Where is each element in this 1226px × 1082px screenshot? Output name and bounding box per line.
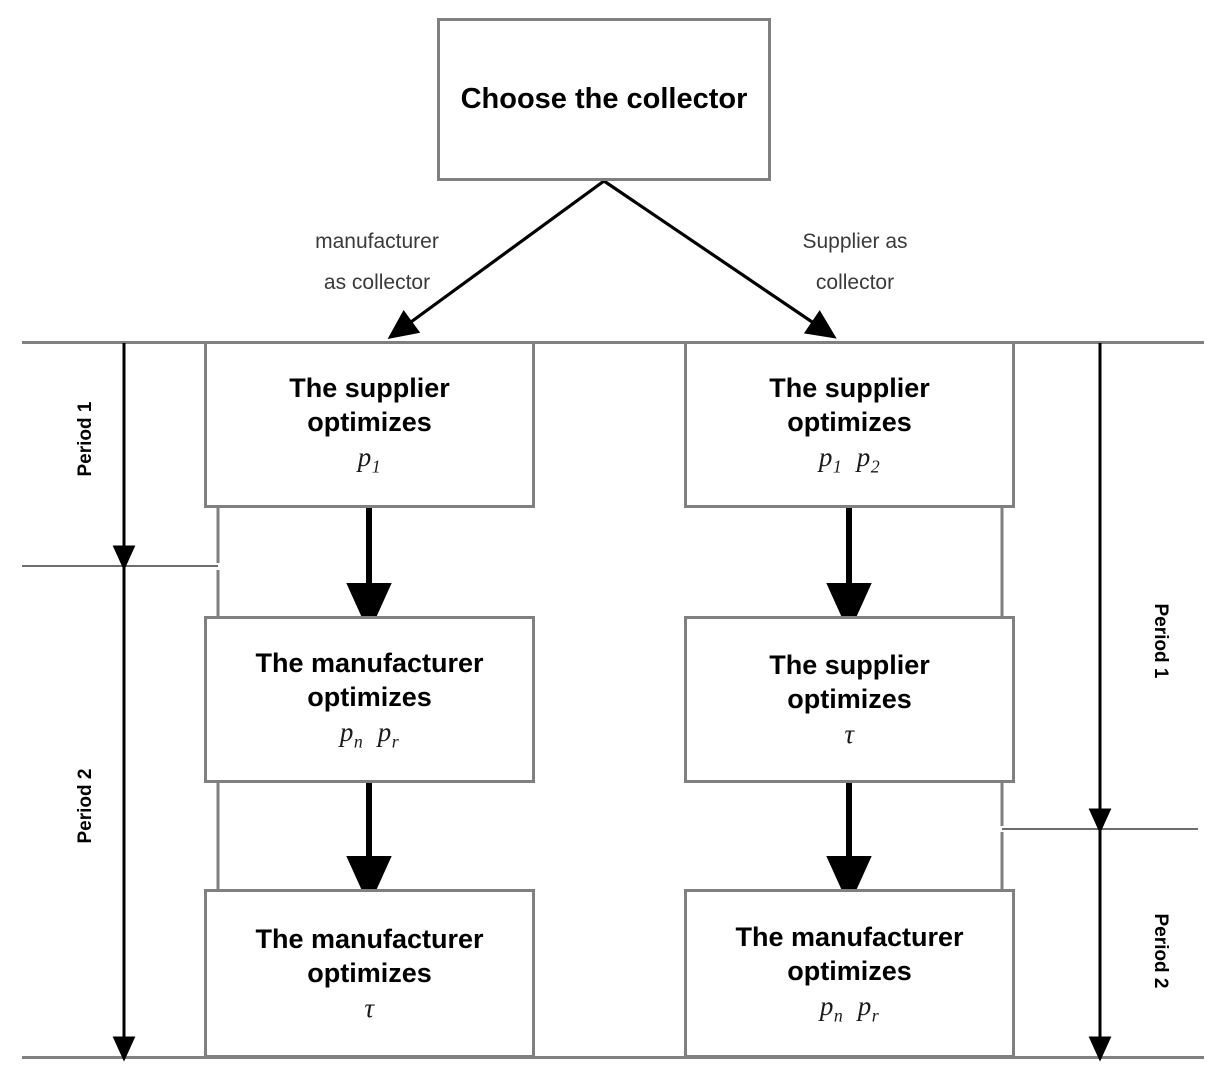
period-label-right-2: Period 2 bbox=[1150, 913, 1171, 989]
left-step-2-action: optimizes bbox=[307, 682, 432, 713]
right-step-1-actor: The supplier bbox=[769, 372, 930, 403]
branch-label-right: Supplier as collector bbox=[760, 222, 950, 304]
right-step-2-actor: The supplier bbox=[769, 649, 930, 680]
period-label-right-1: Period 1 bbox=[1150, 603, 1171, 679]
right-step-1-vars: p1 p2 bbox=[818, 441, 881, 477]
left-step-3-vars: τ bbox=[364, 992, 375, 1023]
left-step-2-vars: pn pr bbox=[339, 716, 400, 752]
right-step-2-action: optimizes bbox=[787, 684, 912, 715]
root-node-choose-collector[interactable]: Choose the collector bbox=[437, 18, 771, 181]
root-node-label: Choose the collector bbox=[460, 82, 748, 115]
left-step-2-actor: The manufacturer bbox=[255, 647, 484, 678]
timeline-rule-left-mid bbox=[22, 565, 218, 567]
left-step-1-vars: p1 bbox=[357, 441, 382, 477]
period-label-left-1: Period 1 bbox=[75, 401, 96, 477]
right-step-3-box[interactable]: The manufacturer optimizes pn pr bbox=[684, 889, 1015, 1058]
right-step-1-action: optimizes bbox=[787, 407, 912, 438]
left-step-1-action: optimizes bbox=[307, 407, 432, 438]
left-step-2-box[interactable]: The manufacturer optimizes pn pr bbox=[204, 616, 535, 783]
right-step-3-action: optimizes bbox=[787, 956, 912, 987]
branch-label-right-line2: collector bbox=[815, 270, 895, 294]
right-step-1-box[interactable]: The supplier optimizes p1 p2 bbox=[684, 341, 1015, 508]
right-step-3-vars: pn pr bbox=[819, 990, 880, 1026]
branch-label-left-line1: manufacturer bbox=[315, 230, 439, 253]
timeline-rule-top bbox=[22, 341, 1204, 344]
timeline-rule-right-mid bbox=[1002, 828, 1198, 830]
branch-label-right-line1: Supplier as bbox=[802, 230, 908, 253]
right-step-2-vars: τ bbox=[844, 718, 855, 749]
timeline-rule-bottom bbox=[22, 1056, 1204, 1059]
left-step-3-box[interactable]: The manufacturer optimizes τ bbox=[204, 889, 535, 1058]
right-step-2-box[interactable]: The supplier optimizes τ bbox=[684, 616, 1015, 783]
left-step-1-box[interactable]: The supplier optimizes p1 bbox=[204, 341, 535, 508]
left-step-3-actor: The manufacturer bbox=[255, 923, 484, 954]
branch-label-left-line2: as collector bbox=[323, 270, 431, 294]
period-label-left-2: Period 2 bbox=[75, 768, 96, 844]
left-step-3-action: optimizes bbox=[307, 958, 432, 989]
right-step-3-actor: The manufacturer bbox=[735, 921, 964, 952]
branch-label-left: manufacturer as collector bbox=[282, 222, 472, 304]
left-step-1-actor: The supplier bbox=[289, 372, 450, 403]
